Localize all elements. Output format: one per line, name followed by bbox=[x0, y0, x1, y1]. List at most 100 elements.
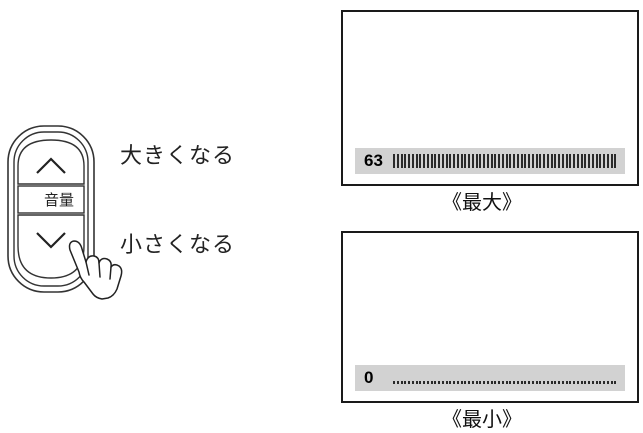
remote-volume-rocker bbox=[7, 125, 123, 300]
volume-tick-max bbox=[393, 154, 395, 168]
volume-tick-max bbox=[535, 154, 538, 168]
volume-tick-min bbox=[494, 381, 497, 384]
volume-tick-max bbox=[411, 154, 414, 168]
volume-tick-max bbox=[434, 154, 437, 168]
volume-key-label: 音量 bbox=[43, 191, 74, 209]
volume-tick-min bbox=[471, 381, 474, 384]
volume-tick-min bbox=[464, 381, 467, 384]
volume-tick-min bbox=[569, 381, 572, 384]
volume-tick-max bbox=[606, 154, 609, 168]
volume-tick-min bbox=[438, 381, 440, 384]
volume-tick-min bbox=[576, 381, 579, 384]
volume-tick-max bbox=[438, 154, 440, 168]
volume-tick-min bbox=[445, 381, 448, 384]
volume-tick-max bbox=[445, 154, 448, 168]
volume-tick-min bbox=[524, 381, 527, 384]
volume-tick-min bbox=[411, 381, 414, 384]
volume-tick-min bbox=[449, 381, 452, 384]
volume-tick-max bbox=[460, 154, 463, 168]
volume-tick-max bbox=[580, 154, 583, 168]
volume-tick-max bbox=[498, 154, 500, 168]
volume-tick-max bbox=[531, 154, 534, 168]
volume-bar-min: 0 bbox=[355, 365, 625, 391]
volume-tick-min bbox=[539, 381, 542, 384]
volume-tick-min bbox=[543, 381, 545, 384]
tv-screen-min: 0 bbox=[341, 231, 639, 403]
volume-tick-max bbox=[475, 154, 478, 168]
volume-tick-min bbox=[588, 381, 590, 384]
volume-tick-max bbox=[456, 154, 459, 168]
volume-tick-min bbox=[479, 381, 482, 384]
volume-tick-max bbox=[479, 154, 482, 168]
volume-tick-min bbox=[591, 381, 594, 384]
volume-tick-min bbox=[460, 381, 463, 384]
volume-tick-min bbox=[610, 381, 613, 384]
volume-tick-max bbox=[471, 154, 474, 168]
volume-tick-max bbox=[415, 154, 418, 168]
volume-tick-max bbox=[591, 154, 594, 168]
volume-tick-min bbox=[561, 381, 564, 384]
volume-bar-max: 63 bbox=[355, 148, 625, 174]
volume-tick-min bbox=[408, 381, 410, 384]
volume-tick-min bbox=[475, 381, 478, 384]
chevron-up-icon bbox=[36, 157, 66, 174]
volume-tick-min bbox=[603, 381, 605, 384]
volume-tick-max bbox=[516, 154, 519, 168]
volume-tick-max bbox=[430, 154, 433, 168]
volume-tick-max bbox=[528, 154, 530, 168]
volume-tick-max bbox=[539, 154, 542, 168]
volume-tick-max bbox=[569, 154, 572, 168]
volume-tick-min bbox=[584, 381, 587, 384]
volume-tick-min bbox=[550, 381, 553, 384]
volume-tick-min bbox=[614, 381, 617, 384]
volume-tick-max bbox=[441, 154, 444, 168]
volume-tick-min bbox=[546, 381, 549, 384]
volume-tick-min bbox=[400, 381, 403, 384]
volume-tick-max bbox=[588, 154, 590, 168]
volume-tick-max bbox=[513, 154, 515, 168]
volume-tick-max bbox=[550, 154, 553, 168]
volume-tick-max bbox=[426, 154, 429, 168]
volume-tick-min bbox=[468, 381, 470, 384]
volume-tick-max bbox=[599, 154, 602, 168]
volume-tick-min bbox=[483, 381, 485, 384]
volume-tick-max bbox=[603, 154, 605, 168]
volume-tick-max bbox=[614, 154, 617, 168]
volume-tick-max bbox=[505, 154, 508, 168]
volume-tick-min bbox=[513, 381, 515, 384]
volume-tick-min bbox=[430, 381, 433, 384]
volume-tick-max bbox=[404, 154, 407, 168]
volume-tick-min bbox=[580, 381, 583, 384]
volume-tick-max bbox=[595, 154, 598, 168]
volume-tick-max bbox=[486, 154, 489, 168]
volume-tick-max bbox=[468, 154, 470, 168]
volume-tick-min bbox=[393, 381, 395, 384]
volume-tick-min bbox=[453, 381, 455, 384]
volume-tick-min bbox=[516, 381, 519, 384]
volume-tick-min bbox=[558, 381, 560, 384]
volume-tick-min bbox=[426, 381, 429, 384]
volume-tick-max bbox=[543, 154, 545, 168]
volume-up-button[interactable] bbox=[17, 139, 85, 185]
volume-tick-min bbox=[595, 381, 598, 384]
volume-tick-min bbox=[535, 381, 538, 384]
volume-tick-min bbox=[396, 381, 399, 384]
volume-tick-max bbox=[464, 154, 467, 168]
volume-tick-max bbox=[449, 154, 452, 168]
volume-tick-min bbox=[486, 381, 489, 384]
volume-tick-min bbox=[554, 381, 557, 384]
volume-tick-max bbox=[400, 154, 403, 168]
volume-tick-max bbox=[509, 154, 512, 168]
volume-tick-max bbox=[561, 154, 564, 168]
caption-min: 《最小》 bbox=[442, 407, 522, 431]
tv-screen-max: 63 bbox=[341, 10, 639, 186]
volume-value-max: 63 bbox=[364, 151, 383, 170]
volume-tick-min bbox=[423, 381, 425, 384]
volume-tick-max bbox=[554, 154, 557, 168]
volume-tick-max bbox=[408, 154, 410, 168]
volume-tick-max bbox=[396, 154, 399, 168]
volume-down-caption: 小さくなる bbox=[120, 233, 236, 258]
volume-tick-min bbox=[599, 381, 602, 384]
volume-tick-max bbox=[546, 154, 549, 168]
volume-tick-min bbox=[520, 381, 523, 384]
